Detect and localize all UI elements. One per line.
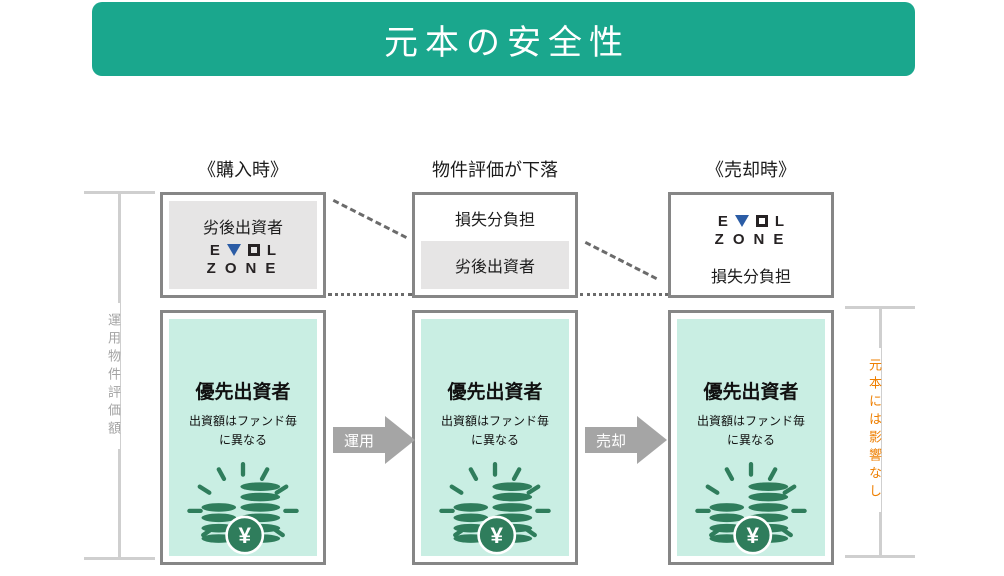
operation-arrow-head-icon bbox=[385, 416, 415, 464]
priority-investor-box-decline: 優先出資者 出資額はファンド毎 に異なる bbox=[412, 310, 578, 565]
subordinated-investor-panel-decline: 劣後出資者 bbox=[421, 241, 569, 289]
subordinated-investor-label: 劣後出資者 bbox=[202, 220, 283, 237]
logo-zone-text: ZONE bbox=[206, 260, 285, 277]
bottom-connector-2 bbox=[580, 293, 668, 296]
priority-investor-label: 優先出資者 bbox=[195, 382, 291, 403]
heading-sale-time: 《売却時》 bbox=[706, 160, 796, 180]
subordinated-investor-label: 劣後出資者 bbox=[454, 259, 535, 276]
loss-burden-box-sale: E L ZONE 損失分負担 bbox=[668, 192, 834, 298]
priority-investor-panel: 優先出資者 出資額はファンド毎 に異なる bbox=[677, 319, 825, 556]
diagonal-connector-2 bbox=[584, 241, 658, 280]
sale-arrow-label: 売却 bbox=[585, 427, 637, 453]
evol-zone-logo: E L ZONE bbox=[202, 242, 285, 277]
logo-letter-e: E bbox=[717, 212, 728, 230]
investment-amount-note-line2: に異なる bbox=[470, 432, 519, 447]
operation-arrow-label: 運用 bbox=[333, 427, 385, 453]
evol-zone-logo: E L ZONE bbox=[671, 213, 831, 248]
sale-arrow: 売却 bbox=[585, 416, 667, 464]
left-bracket-bottom-cap bbox=[84, 557, 155, 560]
logo-o-square-icon bbox=[755, 215, 768, 227]
logo-letter-l: L bbox=[774, 212, 785, 230]
sale-arrow-head-icon bbox=[637, 416, 667, 464]
logo-zone-text: ZONE bbox=[714, 231, 793, 248]
coins-yen-icon bbox=[432, 459, 558, 556]
investment-amount-note-line1: 出資額はファンド毎 bbox=[188, 414, 297, 428]
coins-yen-icon bbox=[180, 459, 306, 556]
no-impact-on-principal-note: 元本には影響なし bbox=[867, 348, 882, 512]
priority-investor-label: 優先出資者 bbox=[447, 382, 543, 403]
evol-zone-logo-line1: E L bbox=[718, 213, 784, 229]
operation-arrow: 運用 bbox=[333, 416, 415, 464]
logo-letter-e: E bbox=[209, 241, 220, 259]
investment-amount-note: 出資額はファンド毎 に異なる bbox=[697, 412, 805, 449]
bottom-connector-1 bbox=[328, 293, 412, 296]
loss-burden-label: 損失分負担 bbox=[710, 269, 791, 286]
investment-amount-note-line2: に異なる bbox=[218, 432, 267, 447]
logo-v-triangle-icon bbox=[734, 215, 749, 227]
investment-amount-note-line2: に異なる bbox=[726, 432, 775, 447]
property-valuation-axis-label: 運用物件評価額 bbox=[106, 303, 121, 449]
title-banner: 元本の安全性 bbox=[92, 2, 915, 76]
loss-burden-label: 損失分負担 bbox=[454, 212, 535, 229]
subordinated-investor-box-purchase: 劣後出資者 E L ZONE bbox=[160, 192, 326, 298]
priority-investor-panel: 優先出資者 出資額はファンド毎 に異なる bbox=[421, 319, 569, 556]
logo-letter-l: L bbox=[266, 241, 277, 259]
subordinated-investor-panel: 劣後出資者 E L ZONE bbox=[169, 201, 317, 289]
logo-v-triangle-icon bbox=[226, 244, 241, 256]
investment-amount-note: 出資額はファンド毎 に異なる bbox=[441, 412, 549, 449]
heading-purchase-time: 《購入時》 bbox=[198, 160, 288, 180]
loss-burden-box-decline: 損失分負担 劣後出資者 bbox=[412, 192, 578, 298]
priority-investor-box-sale: 優先出資者 出資額はファンド毎 に異なる bbox=[668, 310, 834, 565]
heading-valuation-decline: 物件評価が下落 bbox=[432, 160, 558, 180]
priority-investor-box-purchase: 優先出資者 出資額はファンド毎 に異なる bbox=[160, 310, 326, 565]
investment-amount-note: 出資額はファンド毎 に異なる bbox=[189, 412, 297, 449]
priority-investor-label: 優先出資者 bbox=[703, 382, 799, 403]
diagonal-connector-1 bbox=[332, 199, 408, 239]
priority-investor-panel: 優先出資者 出資額はファンド毎 に異なる bbox=[169, 319, 317, 556]
investment-amount-note-line1: 出資額はファンド毎 bbox=[440, 414, 549, 428]
right-bracket-bottom-cap bbox=[845, 555, 915, 558]
coins-yen-icon bbox=[688, 459, 814, 556]
page-title: 元本の安全性 bbox=[384, 23, 630, 62]
evol-zone-logo-line1: E L bbox=[210, 242, 276, 258]
logo-o-square-icon bbox=[247, 244, 260, 256]
investment-amount-note-line1: 出資額はファンド毎 bbox=[696, 414, 805, 428]
